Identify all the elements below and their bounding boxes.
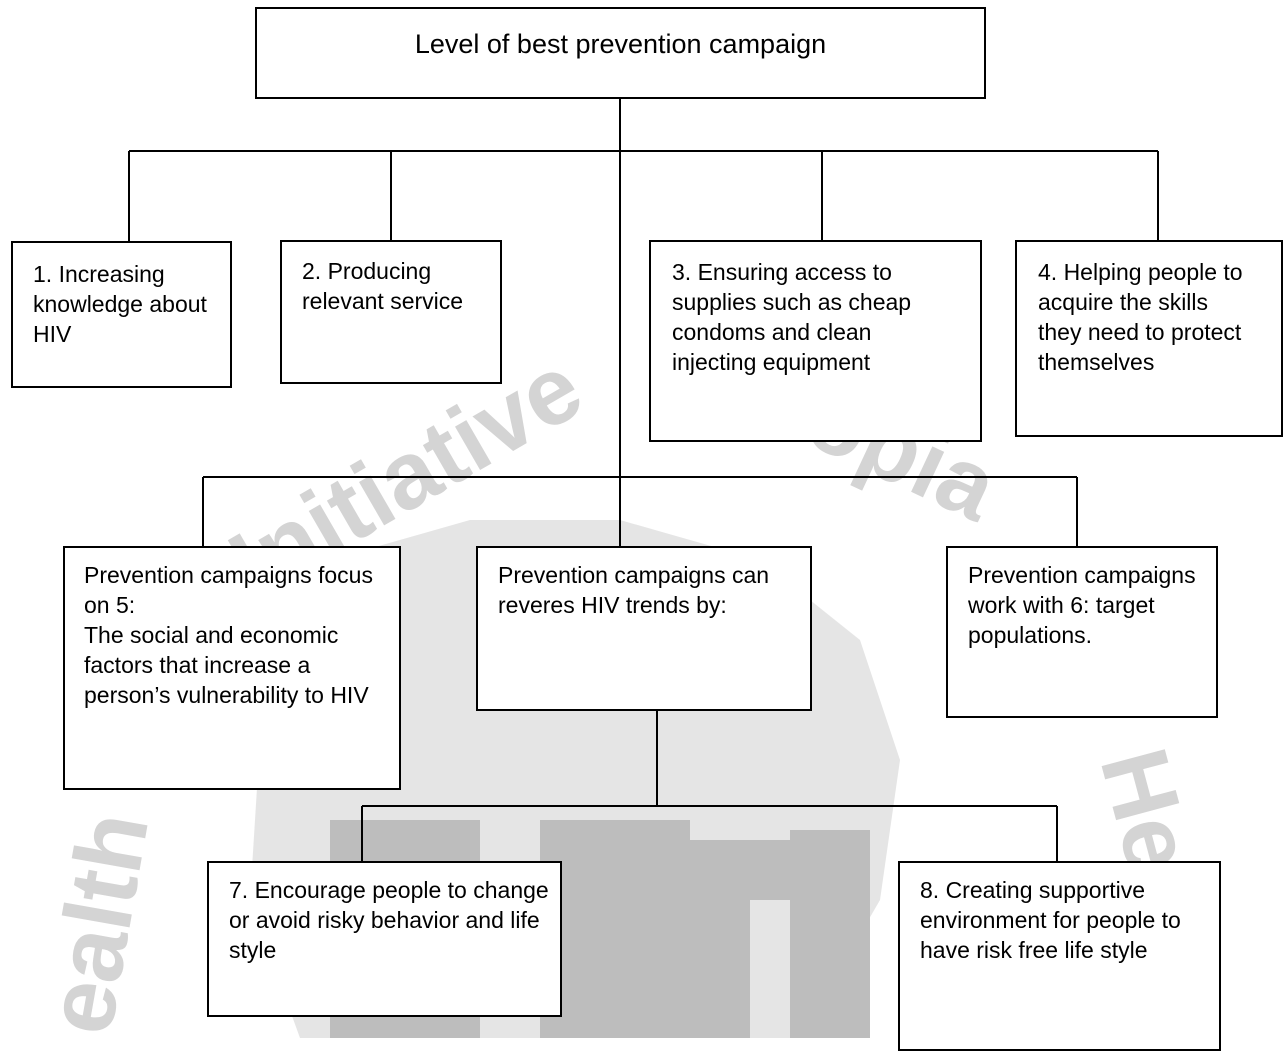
node-target-populations: Prevention campaigns work with 6: target…	[946, 546, 1218, 718]
node-producing-service: 2. Producing relevant service	[280, 240, 502, 384]
node-label: 7. Encourage people to change or avoid r…	[229, 877, 549, 963]
node-label: Prevention campaigns work with 6: target…	[968, 562, 1196, 648]
node-label: Prevention campaigns focus on 5: The soc…	[84, 562, 373, 708]
node-label: 8. Creating supportive environment for p…	[920, 877, 1181, 963]
node-increasing-knowledge: 1. Increasing knowledge about HIV	[11, 241, 232, 388]
title-box: Level of best prevention campaign	[255, 7, 986, 99]
node-ensuring-access: 3. Ensuring access to supplies such as c…	[649, 240, 982, 442]
node-focus-social-economic: Prevention campaigns focus on 5: The soc…	[63, 546, 401, 790]
node-label: 4. Helping people to acquire the skills …	[1038, 259, 1243, 375]
diagram-title: Level of best prevention campaign	[414, 29, 827, 59]
node-encourage-change: 7. Encourage people to change or avoid r…	[207, 861, 562, 1017]
node-helping-skills: 4. Helping people to acquire the skills …	[1015, 240, 1283, 437]
node-label: Prevention campaigns can reveres HIV tre…	[498, 562, 770, 618]
node-label: 2. Producing relevant service	[302, 258, 464, 314]
node-label: 3. Ensuring access to supplies such as c…	[672, 259, 912, 375]
node-supportive-environment: 8. Creating supportive environment for p…	[898, 861, 1221, 1051]
node-reverse-hiv-trends: Prevention campaigns can reveres HIV tre…	[476, 546, 812, 711]
node-label: 1. Increasing knowledge about HIV	[33, 261, 207, 347]
